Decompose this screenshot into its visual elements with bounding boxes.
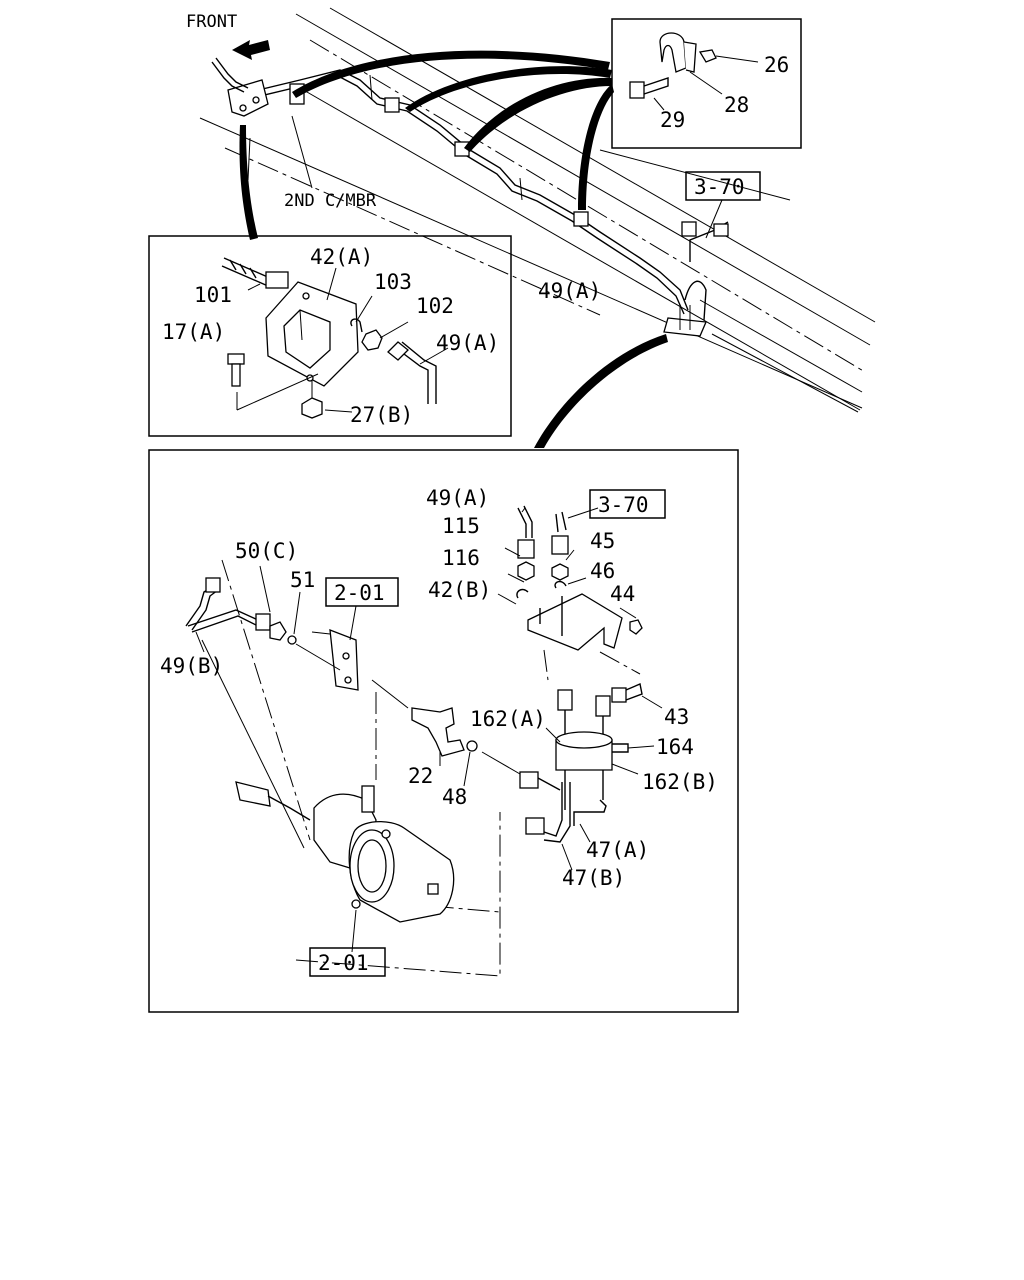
part-42b-label: 42(B) bbox=[428, 578, 491, 602]
part-102-label: 102 bbox=[416, 294, 454, 318]
part-44-label: 44 bbox=[610, 582, 635, 606]
ref-box-3-70-lower bbox=[589, 489, 666, 519]
valve-panel bbox=[148, 449, 739, 1013]
part-46-label: 46 bbox=[590, 559, 615, 583]
part-116-label: 116 bbox=[442, 546, 480, 570]
part-26-label: 26 bbox=[764, 53, 789, 77]
part-162a-label: 162(A) bbox=[470, 707, 546, 731]
part-22-label: 22 bbox=[408, 764, 433, 788]
part-17a-label: 17(A) bbox=[162, 320, 225, 344]
part-162b-label: 162(B) bbox=[642, 770, 718, 794]
part-115-label: 115 bbox=[442, 514, 480, 538]
bracket-inset bbox=[148, 235, 512, 437]
ref-box-3-70-top bbox=[685, 171, 761, 201]
part-43-label: 43 bbox=[664, 705, 689, 729]
part-49b-label: 49(B) bbox=[160, 654, 223, 678]
part-45-label: 45 bbox=[590, 529, 615, 553]
ref-2-01-upper-label: 2-01 bbox=[334, 581, 385, 605]
callout-curves bbox=[239, 50, 668, 448]
ref-3-70-top-label: 3-70 bbox=[694, 175, 745, 199]
part-48-label: 48 bbox=[442, 785, 467, 809]
part-164-label: 164 bbox=[656, 735, 694, 759]
part-47b-label: 47(B) bbox=[562, 866, 625, 890]
part-50c-label: 50(C) bbox=[235, 539, 298, 563]
ref-box-2-01-lower bbox=[309, 947, 386, 977]
part-51-label: 51 bbox=[290, 568, 315, 592]
part-28-label: 28 bbox=[724, 93, 749, 117]
ref-2-01-lower-label: 2-01 bbox=[318, 951, 369, 975]
part-49a-inset-label: 49(A) bbox=[436, 331, 499, 355]
clip-inset bbox=[611, 18, 802, 149]
frame-rails bbox=[199, 7, 876, 413]
part-49a-frame-label: 49(A) bbox=[538, 279, 601, 303]
part-101-label: 101 bbox=[194, 283, 232, 307]
part-103-label: 103 bbox=[374, 270, 412, 294]
ref-3-70-lower-label: 3-70 bbox=[598, 493, 649, 517]
front-label: FRONT bbox=[186, 12, 237, 32]
front-arrow-icon bbox=[232, 40, 270, 60]
part-29-label: 29 bbox=[660, 108, 685, 132]
front-bracket bbox=[211, 57, 269, 117]
part-49a-lower-label: 49(A) bbox=[426, 486, 489, 510]
second-cross-member-label: 2ND C/MBR bbox=[284, 191, 377, 211]
ref-box-2-01-upper bbox=[325, 577, 399, 607]
part-42a-label: 42(A) bbox=[310, 245, 373, 269]
part-47a-label: 47(A) bbox=[586, 838, 649, 862]
part-27b-label: 27(B) bbox=[350, 403, 413, 427]
